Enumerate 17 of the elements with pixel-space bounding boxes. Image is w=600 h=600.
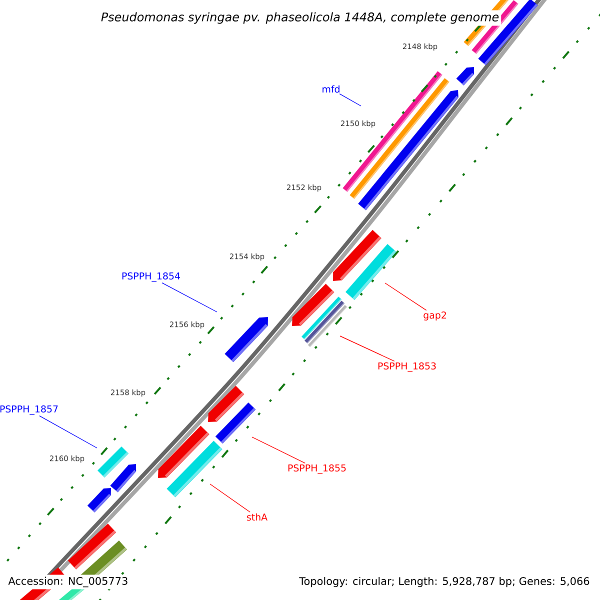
- topology-text: Topology: circular; Length: 5,928,787 bp; Genes: 5,066: [297, 574, 592, 590]
- gene-label: PSPPH_1855: [288, 464, 346, 474]
- gene-label: PSPPH_1857: [0, 405, 58, 415]
- gene-label: PSPPH_1854: [122, 272, 180, 282]
- leader-line: [384, 282, 427, 311]
- leader-line: [162, 282, 218, 312]
- gene-label: sthA: [246, 513, 268, 521]
- gene-label: PSPPH_1853: [378, 362, 436, 372]
- title: Pseudomonas syringae pv. phaseolicola 1448A, complete genome: [98, 10, 502, 26]
- gene-label: mfd: [322, 85, 340, 93]
- leader-line: [252, 436, 306, 464]
- leader-line: [210, 484, 250, 512]
- accession-text: Accession: NC_005773: [6, 574, 130, 590]
- leader-line: [39, 415, 98, 448]
- leader-line: [340, 336, 395, 362]
- leader-line: [339, 94, 362, 106]
- gene-label: gap2: [424, 312, 446, 320]
